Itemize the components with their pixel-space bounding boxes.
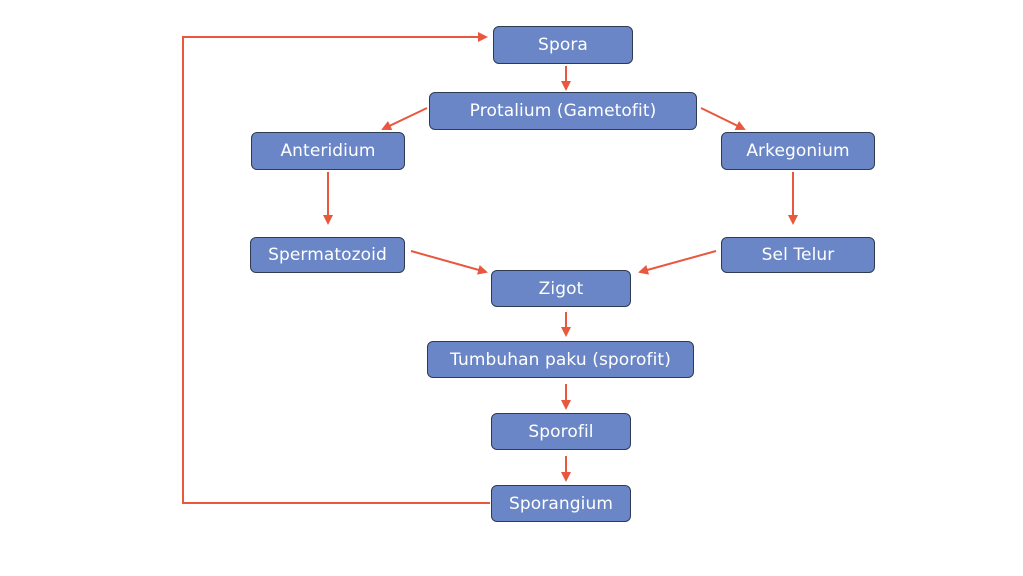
node-sporangium: Sporangium bbox=[491, 485, 631, 522]
arrow-sporangium-to-spora bbox=[182, 32, 490, 504]
arrow-sel-telur-to-zigot bbox=[638, 250, 717, 275]
node-tumbuhan-paku: Tumbuhan paku (sporofit) bbox=[427, 341, 694, 378]
node-arkegonium: Arkegonium bbox=[721, 132, 875, 170]
node-anteridium: Anteridium bbox=[251, 132, 405, 170]
node-sel-telur: Sel Telur bbox=[721, 237, 875, 273]
arrow-protalium-to-arkegonium bbox=[700, 107, 746, 130]
node-protalium: Protalium (Gametofit) bbox=[429, 92, 697, 130]
node-zigot: Zigot bbox=[491, 270, 631, 307]
arrow-protalium-to-anteridium bbox=[381, 107, 428, 131]
node-spora: Spora bbox=[493, 26, 633, 64]
node-sporofil: Sporofil bbox=[491, 413, 631, 450]
arrow-spermatozoid-to-zigot bbox=[410, 250, 488, 275]
node-spermatozoid: Spermatozoid bbox=[250, 237, 405, 273]
